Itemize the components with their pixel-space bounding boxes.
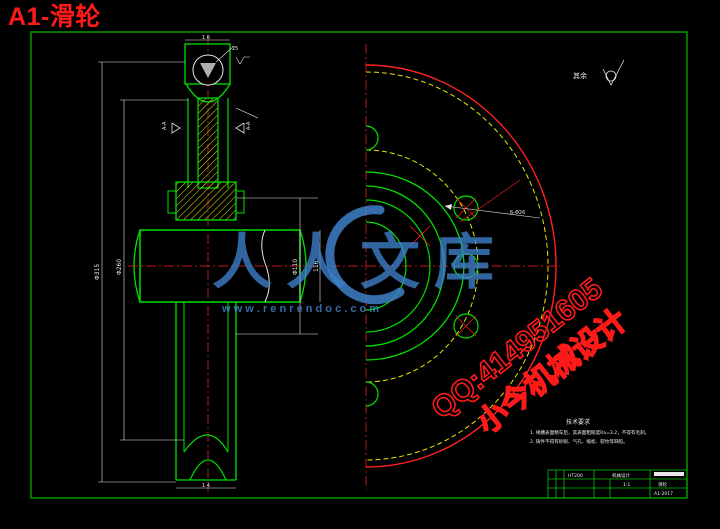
end-view: 6-Φ26 <box>330 44 560 490</box>
tech-req-line1: 1. 绳槽表面精车后，其表面粗糙度Ra=3.2，不得有毛刺。 <box>530 429 649 436</box>
qq-overlay: QQ:414951605 小今机械设计 <box>425 271 635 441</box>
section-label-right: A-A <box>246 121 252 130</box>
dim-base-width: 1 4 <box>202 483 210 489</box>
section-label-left: A-A <box>162 121 168 130</box>
dimension-lines <box>98 39 321 489</box>
technical-requirements: 技术要求 1. 绳槽表面精车后，其表面粗糙度Ra=3.2，不得有毛刺。 2. 铸… <box>530 418 649 445</box>
surface-roughness-icon <box>605 70 617 82</box>
drawing-title: A1-滑轮 <box>8 3 101 31</box>
dim-tread-diameter: Φ260 <box>116 259 123 275</box>
title-block-company: 机械设计 <box>612 472 630 479</box>
title-block-name: 滑轮 <box>658 481 667 488</box>
watermark: 人人文库 w w w . r e n r e n d o c . c o m <box>212 205 508 315</box>
title-block-material: HT200 <box>568 473 583 479</box>
dim-bore: Φ110 <box>292 259 299 275</box>
title-block-code: A1-2017 <box>654 491 673 497</box>
hole-callout: 6-Φ26 <box>510 210 525 216</box>
watermark-logo-ring <box>325 205 405 305</box>
tech-req-heading: 技术要求 <box>566 418 590 426</box>
dim-bore-right: 116 <box>313 260 320 272</box>
lightening-holes <box>365 125 479 407</box>
surface-note: 其余 <box>573 71 587 80</box>
watermark-brand: 人人文库 <box>212 228 508 298</box>
title-block-scale: 1:1 <box>623 482 630 488</box>
tech-req-line2: 2. 铸件不得有砂眼、气孔、缩松、裂纹等缺陷。 <box>530 438 628 445</box>
dim-outer-diameter: Φ315 <box>94 264 101 280</box>
section-view: 1 6 25 A-A A-A Φ315 Φ260 Φ110 116 1 4 <box>94 35 321 492</box>
watermark-url: w w w . r e n r e n d o c . c o m <box>221 303 379 315</box>
title-block <box>547 469 688 499</box>
dim-hub-width: 1 6 <box>202 35 210 41</box>
sheet-border <box>30 31 688 499</box>
boss <box>175 181 237 221</box>
dim-groove: 25 <box>232 46 238 52</box>
